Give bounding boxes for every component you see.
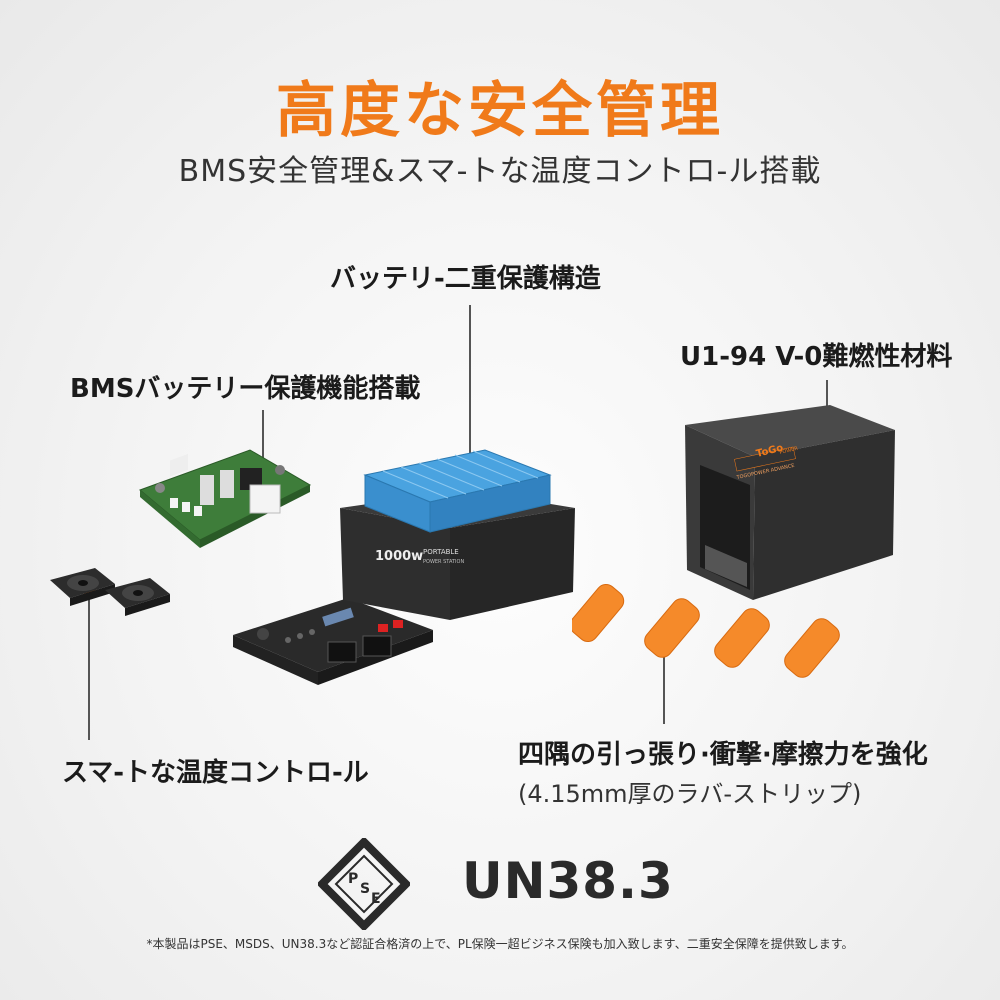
battery-pack-illustration: 1000w PORTABLE POWER STATION [340, 449, 575, 620]
callout-line-bms [262, 410, 264, 478]
battery-label-line1: PORTABLE [423, 548, 459, 556]
battery-label-big: 1000w [375, 549, 423, 564]
pse-letter-e: E [371, 891, 381, 907]
control-panel-illustration [233, 598, 433, 685]
callout-flame-retardant: U1-94 V-0難燃性材料 [680, 342, 953, 372]
pse-letter-s: S [360, 881, 370, 897]
pse-mark-icon: P S E [318, 838, 410, 930]
bms-board-illustration [139, 449, 312, 548]
callout-temperature: スマ-トな温度コントロ-ル [62, 758, 369, 788]
outer-shell-illustration: ToGo POWER TOGOPOWER ADVANCE [685, 405, 895, 600]
fans-illustration [50, 568, 170, 616]
callout-strips-sub: (4.15mm厚のラバ-ストリップ) [518, 780, 862, 808]
callout-line-shell [826, 380, 828, 424]
un383-cert: UN38.3 [462, 852, 674, 910]
footnote: *本製品はPSE、MSDS、UN38.3など認証合格済の上で、PL保険一超ビジネ… [146, 937, 854, 951]
callout-line-strips [663, 656, 665, 724]
page-title: 高度な安全管理 [276, 76, 724, 146]
page-subtitle: BMS安全管理&スマ-トな温度コントロ-ル搭載 [178, 154, 822, 189]
shell-logo-sub: POWER [779, 446, 799, 456]
callout-bms: BMSバッテリー保護機能搭載 [70, 374, 421, 404]
callout-battery-structure: バッテリ-二重保護構造 [330, 264, 601, 294]
callout-line-battery [469, 305, 471, 463]
rubber-strips-illustration [572, 583, 840, 678]
callout-line-fans [88, 598, 90, 740]
callout-strips-main: 四隅の引っ張り·衝撃·摩擦力を強化 [518, 740, 928, 770]
pse-letter-p: P [348, 871, 358, 887]
battery-label-line2: POWER STATION [423, 559, 464, 565]
